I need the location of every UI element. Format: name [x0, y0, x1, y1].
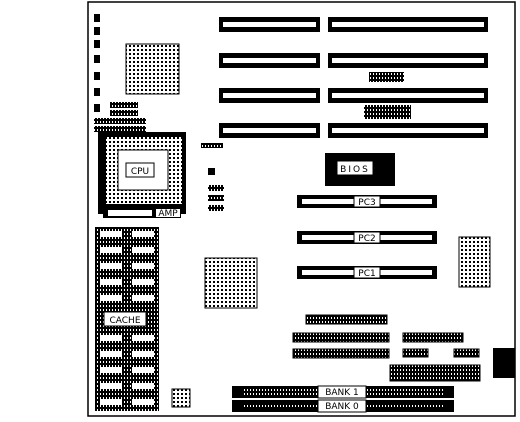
bios-chip: BIOS — [325, 153, 395, 186]
chipset-north — [125, 43, 180, 95]
floppy-connector — [402, 332, 464, 343]
chip-small-2 — [208, 168, 215, 175]
chip-small-1 — [201, 143, 223, 148]
pci-slot-1: PC1 — [297, 266, 437, 279]
bank0-label: BANK 0 — [325, 402, 359, 412]
pci-slot-3: PC3 — [297, 195, 437, 208]
keyboard-connector — [493, 348, 515, 378]
bios-label: BIOS — [340, 165, 370, 175]
cache-label: CACHE — [109, 316, 140, 326]
chip-row-d — [94, 126, 146, 132]
isa-slots-left — [219, 17, 320, 138]
simm-bank-1: BANK 1 — [232, 385, 454, 399]
chip-grid-bottom — [171, 388, 191, 408]
chip-cluster-mid — [364, 105, 411, 119]
amp-label: AMP — [158, 209, 178, 219]
pci3-label: PC3 — [358, 198, 375, 208]
chip-small-5 — [208, 205, 224, 211]
chip-small-3 — [208, 185, 224, 191]
simm-bank-0: BANK 0 — [232, 399, 454, 413]
header-small-2 — [453, 348, 480, 358]
cache-block: CACHE — [95, 227, 159, 411]
cpu-label: CPU — [131, 167, 149, 177]
pci2-label: PC2 — [358, 234, 375, 244]
chip-row-b — [110, 110, 138, 116]
header-small-1 — [402, 348, 429, 358]
bank1-label: BANK 1 — [325, 388, 359, 398]
io-controller — [458, 236, 491, 288]
cpu-socket: CPU AMP — [98, 132, 186, 219]
chip-row-c — [94, 118, 146, 124]
pci1-label: PC1 — [358, 269, 375, 279]
isa-slots-right — [328, 17, 488, 138]
chipset-south — [204, 257, 258, 309]
ide-connector-2 — [292, 348, 390, 359]
header-row — [389, 364, 481, 382]
pci-slot-2: PC2 — [297, 231, 437, 244]
chip-small-4 — [208, 195, 224, 201]
ide-connector-1 — [292, 332, 390, 343]
left-jumper-column — [94, 14, 100, 112]
header-long — [305, 314, 388, 325]
chip-cluster-top — [369, 72, 404, 82]
chip-row-a — [110, 102, 138, 108]
